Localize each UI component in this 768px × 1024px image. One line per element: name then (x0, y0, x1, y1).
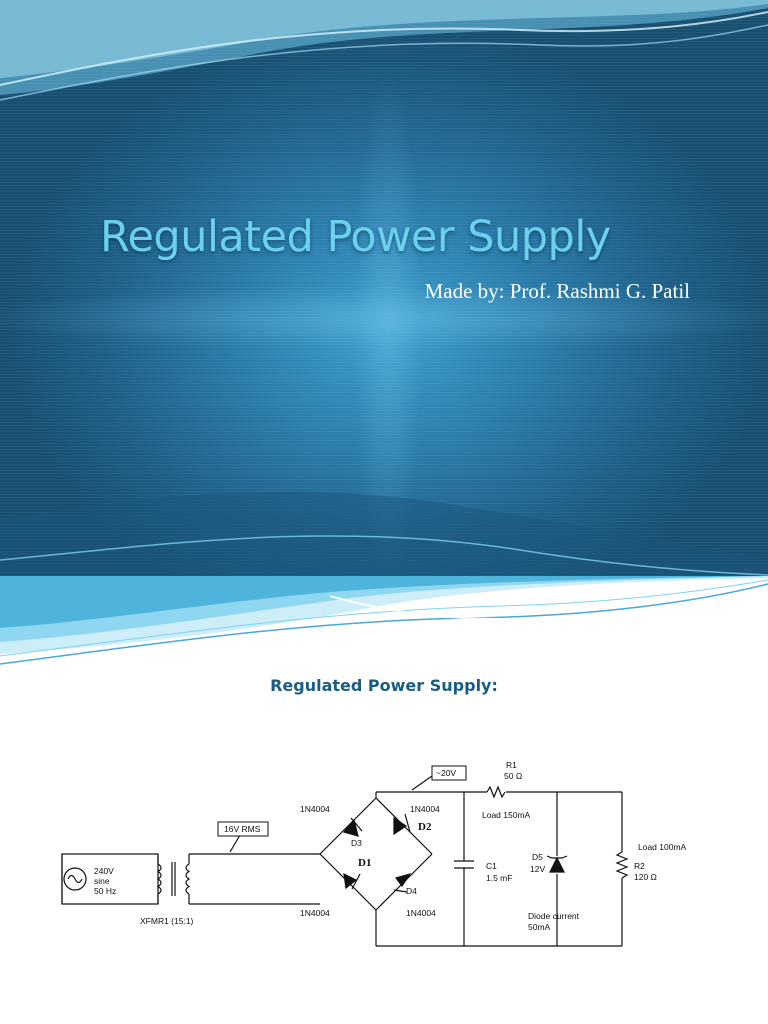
probe-20v-label: ~20V (436, 768, 456, 778)
d1-label: D1 (358, 857, 371, 869)
transformer-label: XFMR1 (15:1) (140, 916, 194, 926)
slide-subtitle: Made by: Prof. Rashmi G. Patil (424, 279, 690, 303)
c1-name: C1 (486, 861, 497, 871)
r1-load-note: Load 150mA (482, 810, 531, 820)
r2-name: R2 (634, 861, 645, 871)
d1-part-label: 1N4004 (300, 908, 330, 918)
r1-value: 50 Ω (504, 771, 522, 781)
background-texture (0, 0, 768, 576)
r2-load-note: Load 100mA (638, 842, 687, 852)
source-frequency: 50 Hz (94, 886, 116, 896)
d5-value: 12V (530, 864, 545, 874)
d5-current-note: Diode current (528, 911, 580, 921)
d5-current-value: 50mA (528, 922, 551, 932)
r2-value: 120 Ω (634, 872, 657, 882)
d2-part-label: 1N4004 (410, 804, 440, 814)
vertical-glow (354, 60, 422, 576)
probe-16v: 16V RMS (217, 821, 269, 837)
slide-title: Regulated Power Supply (100, 212, 611, 262)
circuit-schematic: 16V RMS ~20V 240V sine 50 Hz XFMR1 (15:1… (61, 760, 687, 947)
d4-label: D4 (406, 886, 417, 896)
circuit-diagram: 16V RMS ~20V 240V sine 50 Hz XFMR1 (15:1… (32, 756, 736, 974)
ac-source-icon (63, 867, 87, 891)
horizontal-glow (0, 286, 768, 350)
probe-20v: ~20V (431, 765, 467, 781)
source-voltage: 240V (94, 866, 114, 876)
d5-name: D5 (532, 852, 543, 862)
title-slide: Regulated Power Supply Made by: Prof. Ra… (0, 0, 768, 576)
r1-name: R1 (506, 760, 517, 770)
d3-part-label: 1N4004 (300, 804, 330, 814)
d2-label: D2 (418, 821, 432, 833)
circuit-slide: Regulated Power Supply: (0, 576, 768, 1024)
probe-16v-label: 16V RMS (224, 824, 261, 834)
d3-label: D3 (351, 838, 362, 848)
wave-decoration (0, 0, 768, 576)
c1-value: 1.5 mF (486, 873, 512, 883)
wave-decoration-top (0, 576, 768, 665)
d4-part-label: 1N4004 (406, 908, 436, 918)
circuit-slide-title: Regulated Power Supply: (270, 676, 498, 695)
source-wave: sine (94, 876, 110, 886)
